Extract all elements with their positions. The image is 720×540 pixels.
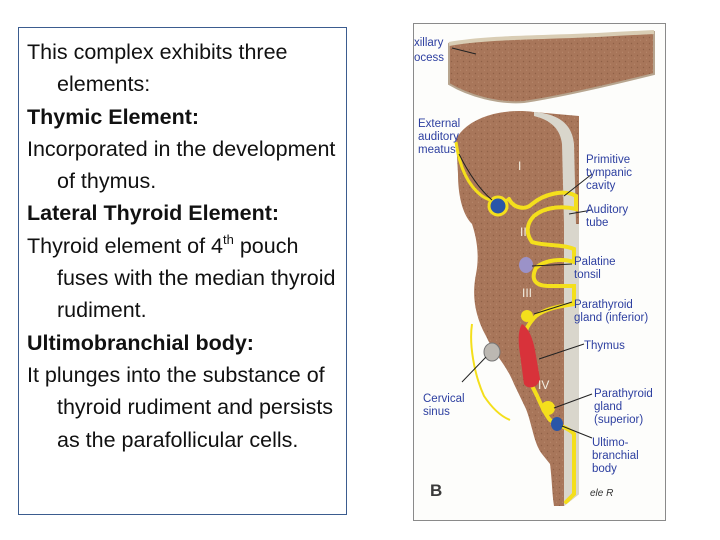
- thymus-shape: [518, 324, 540, 388]
- label-tympanic-1: Primitive: [586, 154, 630, 166]
- label-parathyroid-sup-2: gland: [594, 401, 622, 413]
- label-parathyroid-sup-1: Parathyroid: [594, 388, 653, 400]
- label-tympanic-2: tympanic: [586, 167, 632, 179]
- pouch-label-3: III: [522, 286, 532, 300]
- label-maxillary-2: ocess: [414, 52, 444, 64]
- label-palatine-1: Palatine: [574, 256, 616, 268]
- label-auditory-tube-2: tube: [586, 217, 608, 229]
- text-panel: This complex exhibits three elements: Th…: [18, 27, 347, 515]
- thymic-element-heading: Thymic Element:: [27, 104, 200, 129]
- label-maxillary-1: xillary: [414, 37, 444, 49]
- pouch-label-1: I: [518, 159, 521, 173]
- cervical-sinus-outline: [470, 323, 511, 421]
- leader-lines: [451, 47, 593, 439]
- lateral-text-superscript: th: [223, 231, 234, 247]
- thymic-element-text: Incorporated in the development of thymu…: [27, 136, 336, 194]
- lateral-thyroid-text: Thyroid element of 4th pouch fuses with …: [27, 230, 340, 327]
- label-thymus: Thymus: [584, 340, 625, 352]
- label-cervical-2: sinus: [423, 406, 450, 418]
- ultimobranchial-text: It plunges into the substance of thyroid…: [27, 362, 334, 452]
- label-ultimobranchial-3: body: [592, 463, 617, 475]
- label-ultimobranchial-1: Ultimo-: [592, 437, 629, 449]
- ultimobranchial-heading: Ultimobranchial body:: [27, 330, 254, 355]
- label-external-3: meatus: [418, 144, 456, 156]
- maxillary-process: [448, 30, 655, 104]
- lateral-thyroid-heading: Lateral Thyroid Element:: [27, 201, 280, 226]
- pouch-label-2: II: [520, 225, 527, 239]
- pouch-lining: [534, 112, 579, 506]
- pouch-label-4: IV: [538, 378, 549, 392]
- label-external-1: External: [418, 118, 460, 130]
- label-external-2: auditory: [418, 131, 459, 143]
- label-cervical-1: Cervical: [423, 393, 465, 405]
- pharyngeal-pouch-figure: xillary ocess External auditory meatus P…: [413, 23, 666, 521]
- cervical-sinus-shape: [483, 342, 501, 362]
- label-tympanic-3: cavity: [586, 180, 616, 192]
- parathyroid-inferior-shape: [521, 310, 533, 322]
- ultimobranchial-shape: [551, 417, 563, 431]
- lateral-text-post: pouch fuses with the median thyroid rudi…: [57, 233, 336, 323]
- maxillary-process-top: [448, 30, 655, 46]
- intro-text: This complex exhibits three elements:: [27, 40, 288, 97]
- label-parathyroid-inf-1: Parathyroid: [574, 299, 633, 311]
- parathyroid-superior-shape: [541, 401, 555, 415]
- tympanic-cavity: [487, 195, 509, 217]
- panel-letter: B: [430, 481, 442, 500]
- label-palatine-2: tonsil: [574, 269, 601, 281]
- label-parathyroid-inf-2: gland (inferior): [574, 312, 648, 324]
- artist-signature: ele R: [590, 488, 613, 499]
- label-auditory-tube-1: Auditory: [586, 204, 628, 216]
- pharyngeal-pouch-diagram: xillary ocess External auditory meatus P…: [414, 30, 655, 506]
- palatine-tonsil-shape: [519, 257, 533, 273]
- lateral-text-pre: Thyroid element of 4: [27, 233, 223, 258]
- label-parathyroid-sup-3: (superior): [594, 414, 643, 426]
- label-ultimobranchial-2: branchial: [592, 450, 639, 462]
